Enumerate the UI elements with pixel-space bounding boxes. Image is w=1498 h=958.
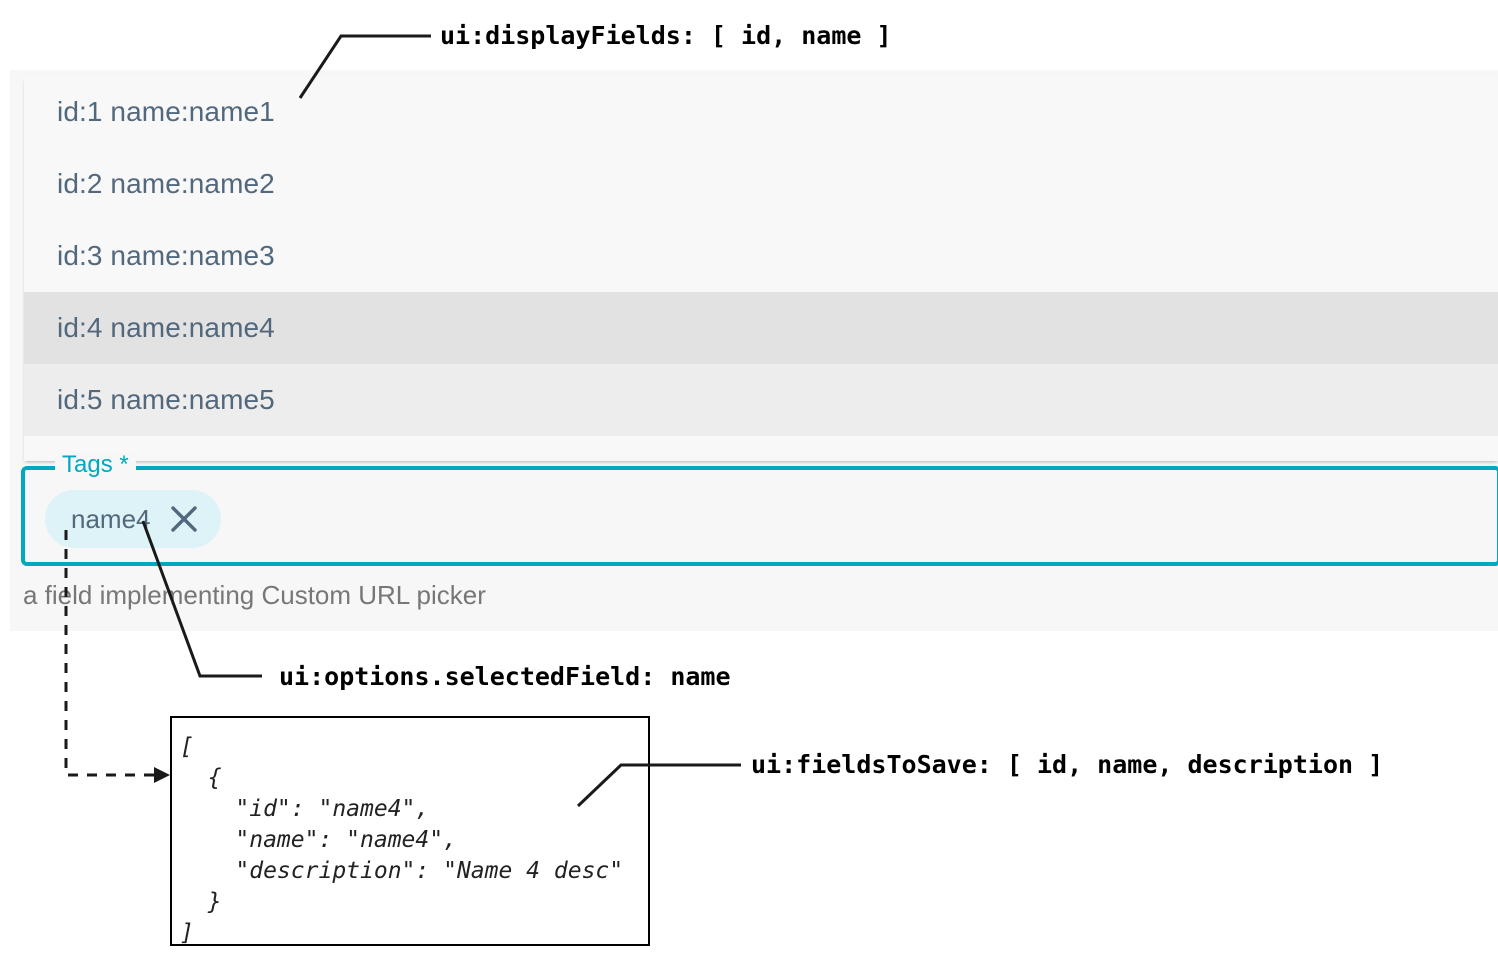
tags-field[interactable]: Tags * name4: [21, 453, 1498, 566]
tag-chip-label: name4: [71, 503, 151, 534]
annotation-display-fields: ui:displayFields: [ id, name ]: [440, 21, 892, 50]
annotation-fields-to-save: ui:fieldsToSave: [ id, name, description…: [751, 750, 1384, 779]
json-sample-code: [ { "id": "name4", "name": "name4", "des…: [180, 734, 624, 946]
dashed-connector-arrowhead: [154, 767, 170, 783]
list-item[interactable]: id:4 name:name4: [24, 292, 1498, 364]
list-item[interactable]: id:1 name:name1: [24, 76, 1498, 148]
tag-chip[interactable]: name4: [45, 490, 221, 548]
tags-field-helper-text: a field implementing Custom URL picker: [23, 580, 486, 610]
suggestion-list-panel: id:1 name:name1 id:2 name:name2 id:3 nam…: [24, 76, 1498, 461]
annotation-selected-field: ui:options.selectedField: name: [279, 662, 731, 691]
json-sample-box: [ { "id": "name4", "name": "name4", "des…: [170, 716, 650, 946]
list-item[interactable]: id:3 name:name3: [24, 220, 1498, 292]
list-item[interactable]: id:5 name:name5: [24, 364, 1498, 436]
tags-field-label: Tags *: [55, 453, 136, 477]
list-item[interactable]: id:2 name:name2: [24, 148, 1498, 220]
close-icon[interactable]: [169, 504, 199, 534]
